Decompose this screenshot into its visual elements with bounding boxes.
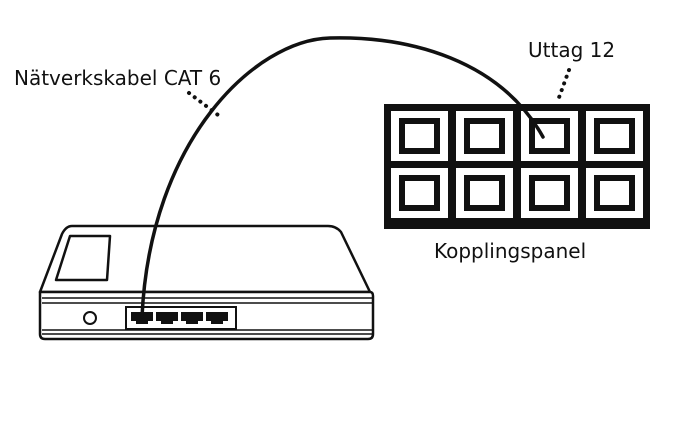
network-cable: [140, 36, 545, 319]
outlet-leader-line: [555, 68, 571, 105]
switch-port: [156, 312, 178, 324]
patch-panel-port-opening: [535, 181, 564, 205]
patch-panel-port-opening: [405, 181, 434, 205]
cable-label: Nätverkskabel CAT 6: [14, 66, 222, 90]
patch-panel-port-opening: [470, 124, 499, 148]
panel-ports: [391, 111, 643, 218]
switch-port: [206, 312, 228, 324]
network-switch: [38, 224, 375, 341]
switch-port: [181, 312, 203, 324]
patch-panel-port-opening: [535, 124, 564, 148]
patch-panel-port-opening: [405, 124, 434, 148]
patch-panel-port-opening: [600, 181, 629, 205]
patch-panel: [384, 104, 650, 229]
power-button-icon: [83, 311, 97, 325]
cable-leader-line: [187, 91, 224, 120]
patch-panel-port-opening: [470, 181, 499, 205]
switch-display: [54, 234, 112, 282]
outlet-label: Uttag 12: [528, 38, 616, 62]
patch-panel-label: Kopplingspanel: [434, 239, 587, 263]
patch-panel-port-opening: [600, 124, 629, 148]
